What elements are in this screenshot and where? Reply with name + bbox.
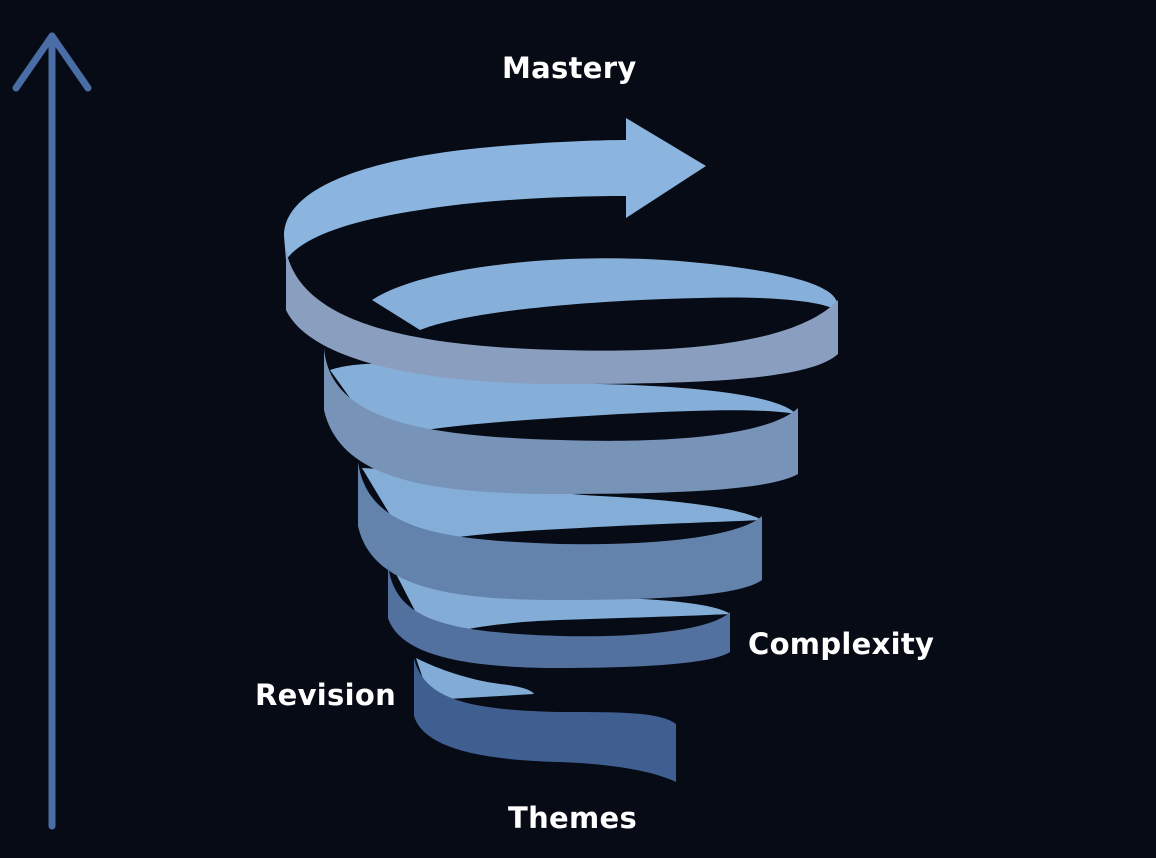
- ribbon-level-4-front: [286, 250, 838, 384]
- ribbon-level-3-back: [330, 363, 796, 440]
- axis-arrowhead: [12, 32, 92, 92]
- label-themes: Themes: [508, 801, 638, 835]
- ribbon-level-1-front: [388, 564, 730, 668]
- spiral-front-faces: [284, 118, 838, 782]
- label-revision: Revision: [255, 678, 397, 712]
- spiral-back-faces: [330, 258, 838, 700]
- label-mastery: Mastery: [502, 51, 637, 85]
- ribbon-level-3-front: [324, 348, 798, 494]
- ribbon-arrow-top: [284, 118, 706, 260]
- ribbon-level-0-back: [416, 658, 534, 700]
- ribbon-level-0-front: [414, 658, 676, 782]
- ribbon-level-2-front: [358, 462, 762, 600]
- ribbon-level-4-back: [372, 258, 838, 330]
- label-complexity: Complexity: [748, 627, 935, 661]
- up-arrow-icon: [12, 32, 92, 830]
